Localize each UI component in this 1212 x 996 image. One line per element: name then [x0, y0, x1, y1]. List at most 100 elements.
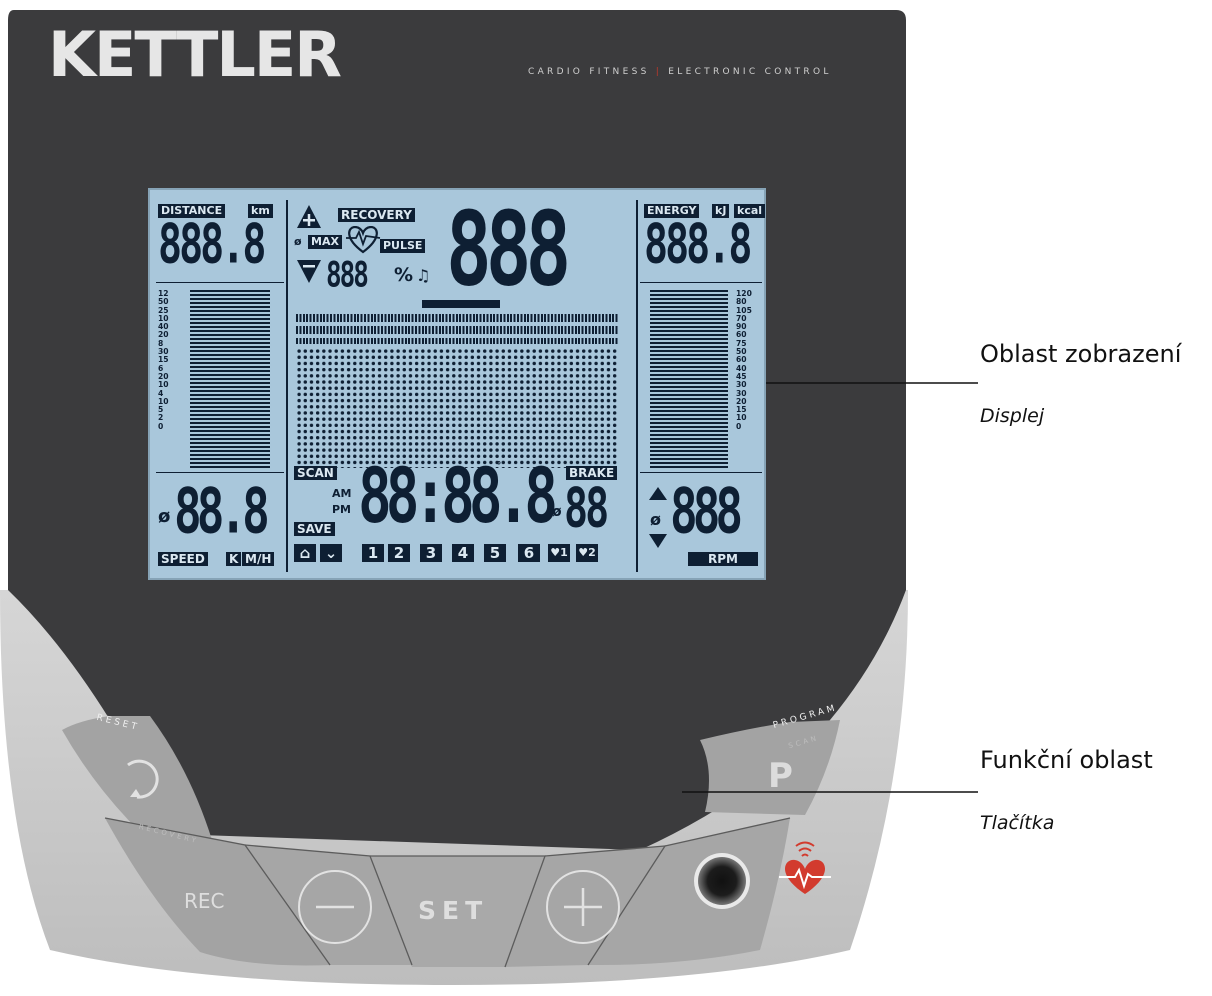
avg-symbol: ø	[294, 235, 302, 248]
left-scale-tick: 30	[158, 347, 169, 357]
save-label: SAVE	[294, 522, 335, 536]
distance-unit: km	[248, 204, 273, 218]
lcd-divider-left-top	[156, 282, 284, 283]
left-scale-tick: 10	[158, 380, 169, 390]
right-scale-tick: 0	[736, 421, 742, 431]
tagline-separator: |	[655, 67, 663, 77]
distance-label: DISTANCE	[158, 204, 226, 218]
program-downhill-icon: ⌄	[320, 544, 342, 562]
energy-unit-kj: kJ	[712, 204, 730, 218]
right-scale-tick: 60	[736, 330, 747, 340]
dot-row-top	[296, 314, 618, 322]
program-5: 5	[484, 544, 506, 562]
program-6: 6	[518, 544, 540, 562]
pulse-value: 888	[446, 188, 571, 309]
left-scale-tick: 4	[158, 388, 164, 398]
energy-label: ENERGY	[644, 204, 700, 218]
dot-row-middle	[296, 326, 618, 334]
left-scale-tick: 5	[158, 405, 164, 415]
lcd-divider-right	[636, 200, 638, 572]
brake-value: 88	[564, 477, 609, 541]
rpm-value: 888	[670, 474, 743, 548]
left-scale-tick: 20	[158, 371, 169, 381]
tagline-right: ELECTRONIC CONTROL	[668, 67, 832, 77]
left-scale-tick: 0	[158, 421, 164, 431]
right-scale-tick: 50	[736, 347, 747, 357]
left-scale-tick: 10	[158, 313, 169, 323]
heart-rate-sensor-icon	[778, 844, 832, 898]
left-scale: 12 50 25 10 40 20 8 30 15 6 20 10 4 10 5…	[158, 289, 169, 431]
right-scale-tick: 70	[736, 313, 747, 323]
program-3: 3	[420, 544, 442, 562]
tagline: CARDIO FITNESS | ELECTRONIC CONTROL	[528, 67, 832, 77]
heart-program-2: ♥2	[576, 544, 598, 562]
heart-program-1: ♥1	[548, 544, 570, 562]
rec-button[interactable]: REC	[184, 889, 225, 913]
speed-unit-mh: M/H	[242, 552, 275, 566]
degree-symbol: °	[496, 459, 502, 472]
left-scale-tick: 12	[158, 289, 169, 298]
brake-label: BRAKE	[566, 466, 618, 480]
progress-marker	[422, 300, 500, 308]
recovery-label: RECOVERY	[338, 208, 415, 222]
program-button[interactable]: P	[768, 756, 793, 796]
right-scale-tick: 30	[736, 388, 747, 398]
energy-value: 888.8	[644, 213, 752, 277]
left-scale-tick: 8	[158, 338, 164, 348]
speed-unit-k: K	[226, 552, 242, 566]
program-uphill-icon: ⌂	[294, 544, 316, 562]
music-icon: ♫	[416, 266, 431, 285]
right-scale: 120 80 105 70 90 60 75 50 60 40 45 30 30…	[736, 289, 752, 431]
right-scale-tick: 90	[736, 322, 747, 332]
pulse-label: PULSE	[380, 239, 426, 253]
brake-avg-symbol: ø	[552, 504, 562, 520]
dot-row-bottom	[296, 338, 618, 344]
right-scale-tick: 60	[736, 355, 747, 365]
left-scale-tick: 40	[158, 322, 169, 332]
program-1: 1	[362, 544, 384, 562]
time-value: 88:88.8	[358, 453, 558, 541]
display-callout-subtitle: Displej	[980, 405, 1045, 427]
left-scale-tick: 25	[158, 305, 169, 315]
display-callout-title: Oblast zobrazení	[980, 340, 1182, 368]
tagline-left: CARDIO FITNESS	[528, 67, 650, 77]
left-scale-tick: 50	[158, 297, 169, 307]
percent-sign: %	[394, 264, 414, 286]
lcd-divider-right-bottom	[640, 472, 762, 473]
left-scale-tick: 15	[158, 355, 169, 365]
left-scale-tick: 6	[158, 363, 164, 373]
left-scale-tick: 2	[158, 413, 164, 423]
max-label: MAX	[308, 235, 342, 249]
kettler-logo: KETTLER	[48, 18, 342, 91]
plus-button[interactable]	[545, 869, 621, 945]
right-scale-tick: 30	[736, 380, 747, 390]
speed-value: 88.8	[174, 474, 270, 548]
left-scale-tick: 20	[158, 330, 169, 340]
minus-button[interactable]	[297, 869, 373, 945]
right-scale-tick: 40	[736, 363, 747, 373]
percent-value: 888	[326, 255, 369, 296]
right-scale-tick: 105	[736, 305, 752, 315]
right-scale-tick: 80	[736, 297, 747, 307]
function-callout-subtitle: Tlačítka	[980, 812, 1055, 834]
energy-unit-kcal: kcal	[734, 204, 766, 218]
right-scale-tick: 120	[736, 289, 752, 298]
set-button[interactable]: SET	[418, 896, 489, 925]
lcd-display: DISTANCE km 888.8 RECOVERY ø MAX PULSE 8…	[148, 188, 766, 580]
right-scale-tick: 75	[736, 338, 747, 348]
reset-button[interactable]	[96, 742, 174, 814]
speed-avg-symbol: ø	[158, 506, 171, 527]
program-4: 4	[452, 544, 474, 562]
speed-label: SPEED	[158, 552, 208, 566]
rpm-up-down-icon	[649, 487, 667, 548]
rpm-avg-symbol: ø	[650, 510, 661, 529]
right-scale-tick: 15	[736, 405, 747, 415]
right-scale-tick: 20	[736, 396, 747, 406]
pm-label: PM	[332, 503, 352, 516]
profile-dot-matrix	[296, 348, 618, 468]
lcd-divider-left-bottom	[156, 472, 284, 473]
program-2: 2	[388, 544, 410, 562]
right-scale-tick: 45	[736, 371, 747, 381]
function-callout-title: Funkční oblast	[980, 746, 1153, 774]
left-scale-tick: 10	[158, 396, 169, 406]
